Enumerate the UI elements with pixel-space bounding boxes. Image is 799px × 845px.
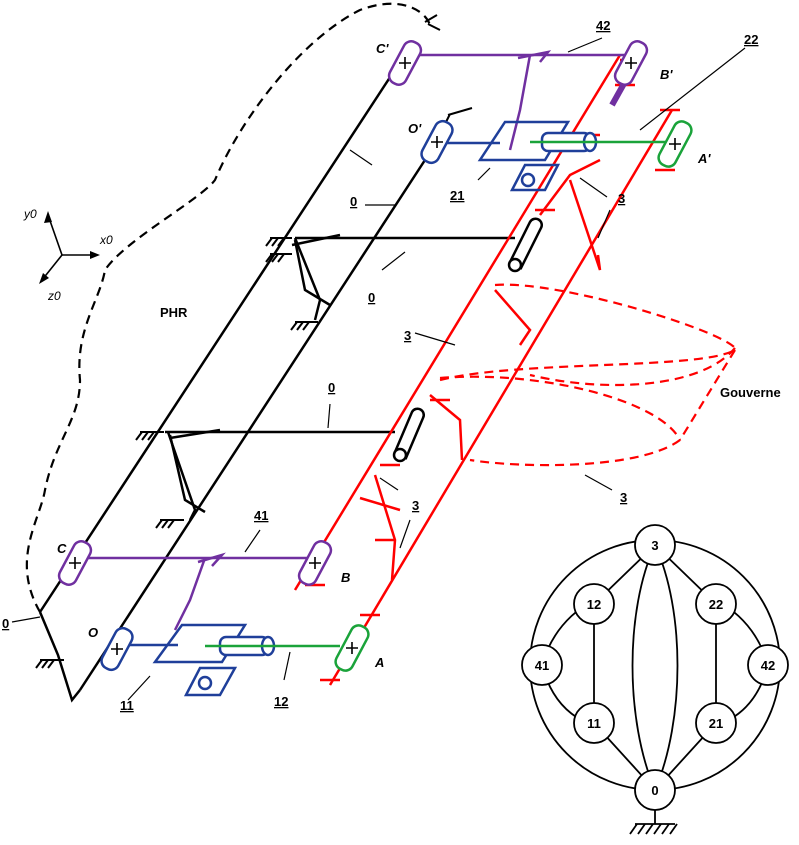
label-o-prime: O' [408,121,422,136]
frame-cylinders [392,217,543,463]
label-phr: PHR [160,305,188,320]
label-b-prime: B' [660,67,673,82]
label-gouverne: Gouverne [720,385,781,400]
graph-node-2-1: 21 [709,716,723,731]
label-body-4-1: 41 [254,508,268,523]
label-body-2-2: 22 [744,32,758,47]
actuator-lower [100,623,276,697]
label-body-4-2: 42 [596,18,610,33]
frame-body-0 [38,61,515,703]
graph-node-1-2: 12 [587,597,601,612]
graph-nodes [521,524,789,811]
axis-x-label: x0 [99,233,113,247]
graph-node-1-1: 11 [587,716,601,731]
actuator-upper [420,119,598,192]
label-a: A [374,655,384,670]
graph-node-4-1: 41 [535,658,549,673]
label-c: C [57,541,67,556]
label-body-0b: 0 [368,290,375,305]
actuator-crosses [111,136,443,655]
pointer-arrows [11,37,746,701]
label-o: O [88,625,98,640]
label-body-3a: 3 [618,191,625,206]
label-body-2-1: 21 [450,188,464,203]
graph-node-4-2: 42 [761,658,775,673]
label-body-3b: 3 [404,328,411,343]
label-body-1-2: 12 [274,694,288,709]
label-body-3d: 3 [412,498,419,513]
label-body-0a: 0 [350,194,357,209]
label-a-prime: A' [697,151,711,166]
purple-joint-crosses [69,57,637,569]
label-body-3c: 3 [620,490,627,505]
axis-y-label: y0 [23,207,37,221]
axis-z-label: z0 [47,289,61,303]
graph-node-3: 3 [651,538,658,553]
graph-node-2-2: 22 [709,597,723,612]
label-body-0c: 0 [328,380,335,395]
green-crosses [346,138,681,654]
graph-node-0: 0 [651,783,658,798]
label-body-1-1: 11 [120,698,134,713]
label-c-prime: C' [376,41,389,56]
link-4-1 [80,552,318,631]
gouverne-surface [439,283,736,467]
axes-triad [39,211,100,284]
phr-boundary [25,2,432,613]
label-body-0d: 0 [2,616,9,631]
ground-hatches [35,14,473,669]
label-b: B [341,570,350,585]
